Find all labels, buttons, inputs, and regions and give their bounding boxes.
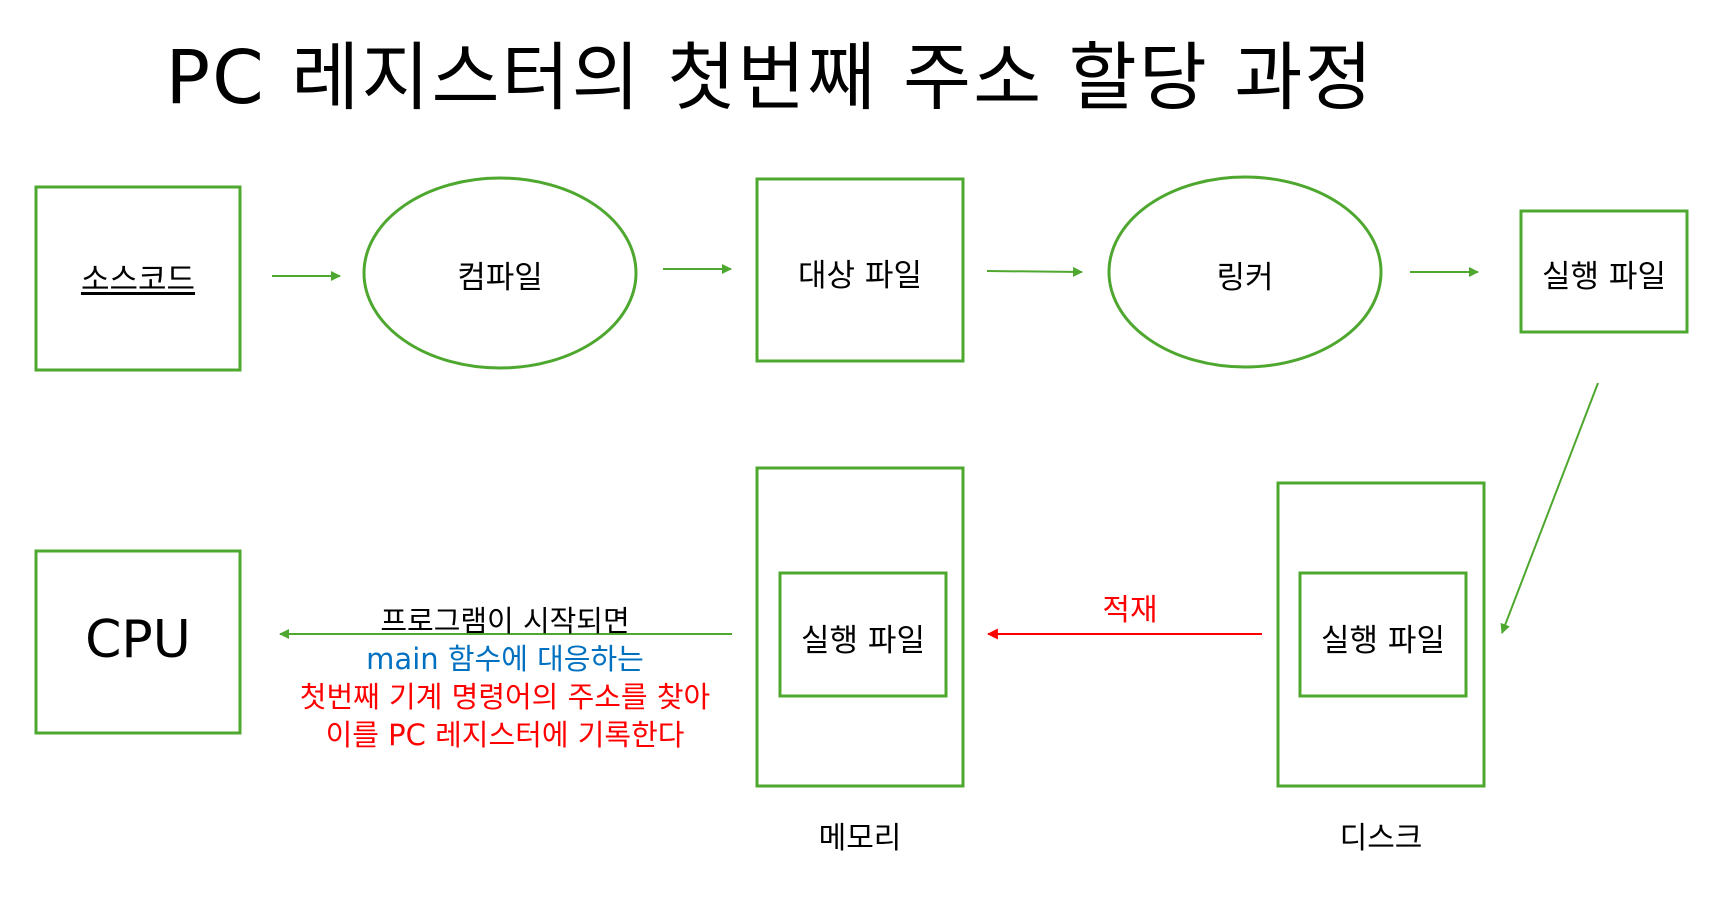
compiler-label: 컴파일 bbox=[457, 260, 543, 296]
description-line-1: 프로그램이 시작되면 bbox=[380, 604, 630, 638]
arrow-executable-to-disk bbox=[1500, 382, 1599, 634]
cpu-label: CPU bbox=[85, 610, 191, 670]
disk-box bbox=[1276, 481, 1486, 788]
disk-executable-box bbox=[1298, 571, 1468, 698]
memory-box bbox=[755, 466, 965, 788]
executable-box bbox=[1519, 209, 1689, 334]
description-line-2: main 함수에 대응하는 bbox=[366, 642, 644, 676]
linker-label: 링커 bbox=[1216, 260, 1274, 296]
source-code-label: 소스코드 bbox=[80, 262, 196, 298]
description-line-4: 이를 PC 레지스터에 기록한다 bbox=[325, 718, 685, 752]
linker-ellipse bbox=[1107, 175, 1383, 369]
memory-label: 메모리 bbox=[818, 821, 902, 856]
description: 프로그램이 시작되면 main 함수에 대응하는 첫번째 기계 명령어의 주소를… bbox=[250, 602, 760, 754]
executable-label: 실행 파일 bbox=[1542, 259, 1666, 295]
memory-executable-label: 실행 파일 bbox=[801, 623, 925, 659]
description-line-3: 첫번째 기계 명령어의 주소를 찾아 bbox=[299, 680, 711, 714]
page-title: PC 레지스터의 첫번째 주소 할당 과정 bbox=[165, 35, 1375, 121]
memory-executable-box bbox=[778, 571, 948, 698]
load-label: 적재 bbox=[1102, 593, 1158, 628]
cpu-box bbox=[34, 549, 242, 735]
source-code-box bbox=[34, 185, 242, 372]
compiler-ellipse bbox=[362, 176, 638, 370]
object-file-box bbox=[755, 177, 965, 363]
disk-executable-label: 실행 파일 bbox=[1321, 623, 1445, 659]
disk-label: 디스크 bbox=[1339, 821, 1423, 856]
arrow-object-to-linker bbox=[986, 266, 1083, 277]
object-file-label: 대상 파일 bbox=[798, 258, 922, 294]
